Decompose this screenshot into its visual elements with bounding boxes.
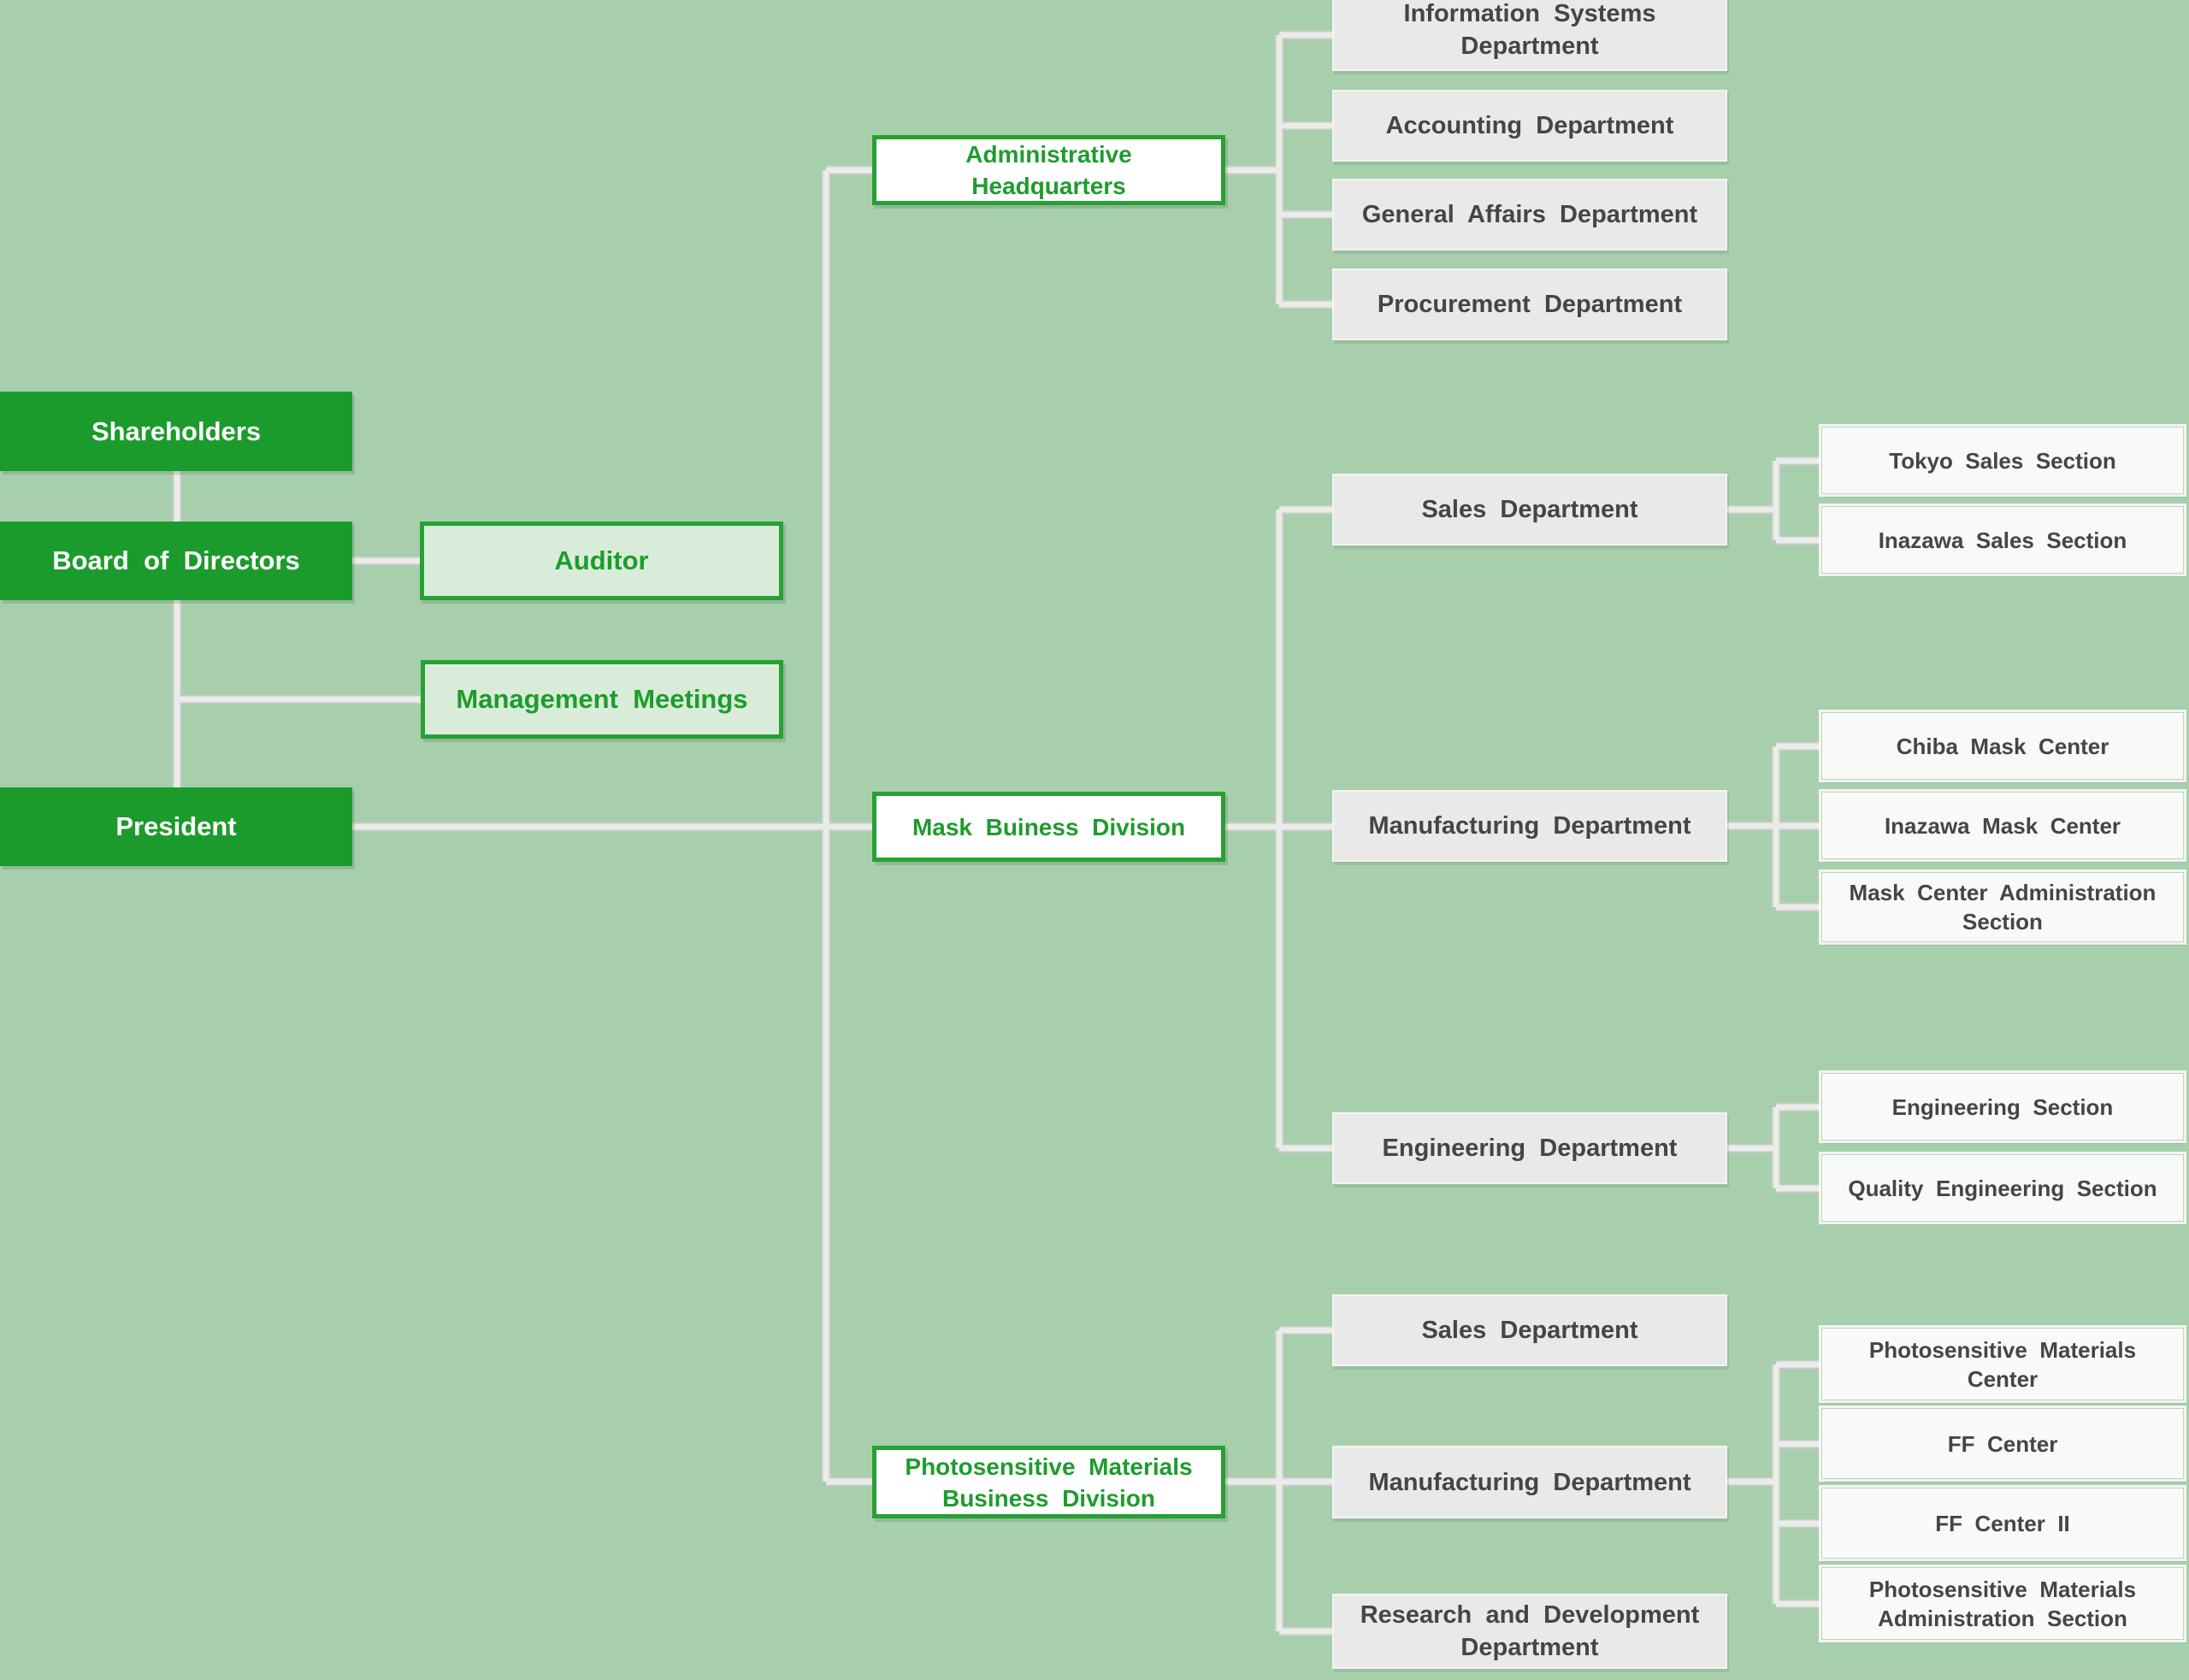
department-manufacturing-mask: Manufacturing Department	[1332, 790, 1727, 862]
section-chiba-mask-center: Chiba Mask Center	[1821, 712, 2184, 780]
shareholders-box: Shareholders	[0, 392, 352, 471]
section-tokyo-sales: Tokyo Sales Section	[1821, 427, 2184, 494]
section-photosensitive-materials-center: Photosensitive Materials Center	[1821, 1328, 2184, 1400]
board-of-directors-box: Board of Directors	[0, 522, 352, 600]
department-sales-photosensitive: Sales Department	[1332, 1294, 1727, 1366]
section-ff-center-ii: FF Center II	[1821, 1488, 2184, 1559]
department-procurement: Procurement Department	[1332, 268, 1727, 340]
department-manufacturing-photosensitive: Manufacturing Department	[1332, 1446, 1727, 1518]
section-photosensitive-materials-administration: Photosensitive Materials Administration …	[1821, 1567, 2184, 1640]
auditor-box: Auditor	[420, 522, 783, 600]
department-research-and-development: Research and Development Department	[1332, 1594, 1727, 1669]
management-meetings-box: Management Meetings	[421, 660, 783, 739]
division-photosensitive-materials: Photosensitive Materials Business Divisi…	[872, 1446, 1225, 1518]
division-administrative-headquarters: Administrative Headquarters	[872, 135, 1225, 205]
section-inazawa-sales: Inazawa Sales Section	[1821, 506, 2184, 574]
department-accounting: Accounting Department	[1332, 90, 1727, 162]
section-ff-center: FF Center	[1821, 1408, 2184, 1479]
section-engineering: Engineering Section	[1821, 1073, 2184, 1141]
division-mask-business: Mask Buiness Division	[872, 792, 1225, 862]
department-engineering: Engineering Department	[1332, 1112, 1727, 1184]
president-box: President	[0, 787, 352, 866]
department-general-affairs: General Affairs Department	[1332, 179, 1727, 251]
section-quality-engineering: Quality Engineering Section	[1821, 1154, 2184, 1222]
department-information-systems: Information Systems Department	[1332, 0, 1727, 71]
section-mask-center-administration: Mask Center Administration Section	[1821, 872, 2184, 942]
section-inazawa-mask-center: Inazawa Mask Center	[1821, 792, 2184, 859]
department-sales-mask: Sales Department	[1332, 474, 1727, 545]
